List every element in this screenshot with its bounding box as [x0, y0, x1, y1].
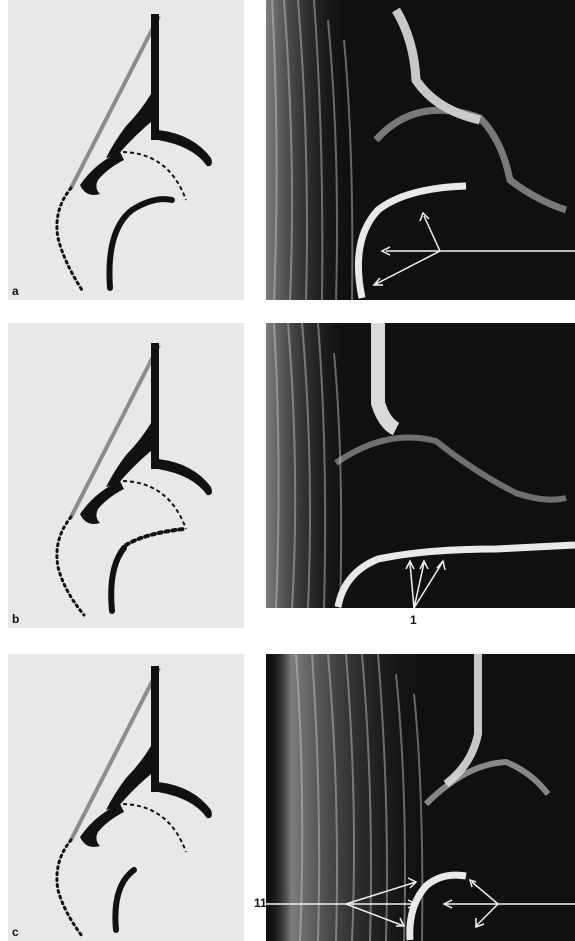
panel-letter-b: b [12, 612, 19, 626]
femoral-head-dashed [116, 481, 186, 529]
ultrasound-panel-c [266, 654, 575, 941]
cartilage-roof-right [158, 782, 212, 818]
hip-schematic-c [8, 654, 244, 941]
diagram-panel-b: b [8, 323, 244, 628]
femoral-head-dashed [116, 152, 186, 200]
ilium-bar [151, 14, 159, 140]
hip-schematic-a [8, 0, 244, 300]
diagram-panel-a: a [8, 0, 244, 300]
soft-tissue-texture [266, 654, 436, 941]
diagram-panel-c: c [8, 654, 244, 941]
cartilage-roof-right [158, 130, 212, 166]
panel-letter-a: a [12, 284, 19, 298]
femoral-neck-dotted [126, 529, 184, 545]
ilium-bar [151, 666, 159, 792]
cartilage-roof-right [158, 459, 212, 495]
soft-tissue-texture [266, 0, 356, 300]
panel-letter-c: c [12, 925, 19, 939]
femoral-head-dashed [116, 804, 186, 852]
femur-dotted [57, 188, 82, 290]
ilium-bar [151, 343, 159, 469]
femoral-neck-solid [115, 870, 134, 930]
ultrasound-image-b [266, 323, 575, 608]
hip-schematic-b [8, 323, 244, 628]
ultrasound-panel-b [266, 323, 575, 608]
callout-label-b: 1 [410, 613, 417, 627]
ultrasound-panel-a [266, 0, 575, 300]
femoral-neck-solid [111, 548, 124, 611]
ultrasound-image-a [266, 0, 575, 300]
ultrasound-image-c [266, 654, 575, 941]
femur-dotted [57, 517, 84, 615]
callout-label-c: 11 [254, 896, 267, 910]
femoral-neck-solid [109, 199, 172, 288]
femur-dotted [57, 840, 82, 936]
